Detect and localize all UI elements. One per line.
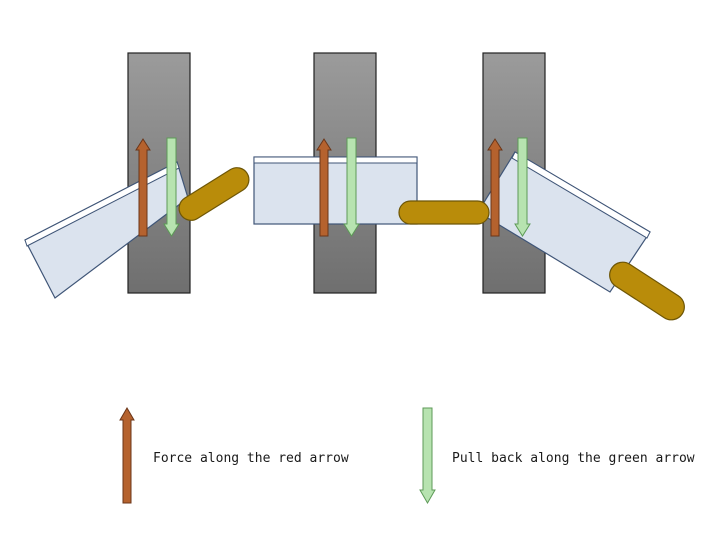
force-arrow-left (135, 138, 151, 237)
link-right (609, 261, 685, 321)
pull-arrow-right (514, 137, 531, 237)
red-up-arrow-icon (119, 407, 135, 504)
pull-arrow-left (163, 137, 180, 237)
pull-arrow-middle (343, 137, 360, 237)
green-down-arrow-icon (419, 407, 436, 505)
legend-pull-label: Pull back along the green arrow (452, 451, 695, 466)
plate-middle (253, 156, 418, 225)
force-arrow-right (487, 138, 503, 237)
legend-force-label: Force along the red arrow (153, 451, 349, 466)
force-arrow-middle (316, 138, 332, 237)
link-middle (398, 200, 490, 225)
link-left (178, 167, 250, 221)
